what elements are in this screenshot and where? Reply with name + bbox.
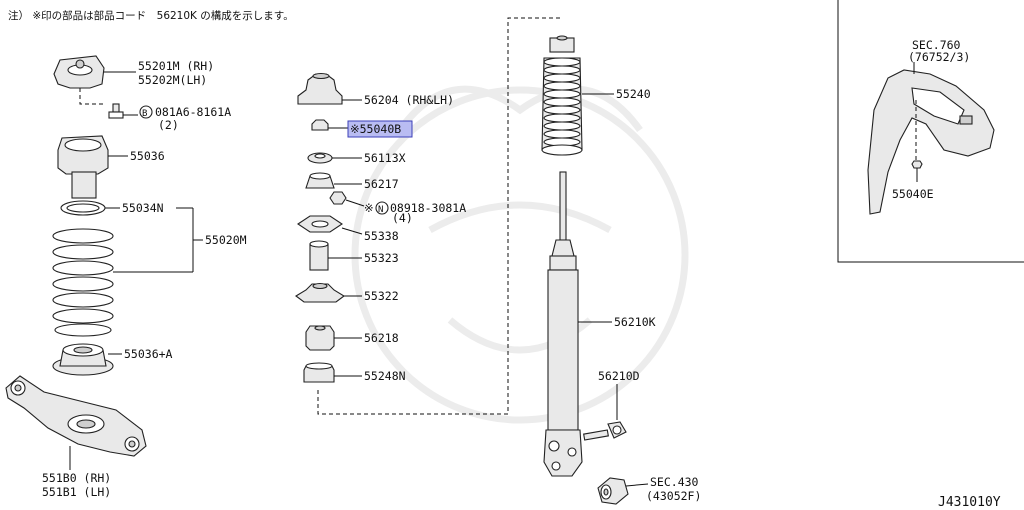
- knuckle-bushing-part: [597, 477, 629, 505]
- dust-boot-part: [541, 35, 583, 156]
- nut-55040b-part: [311, 119, 329, 131]
- label-56210k: 56210K: [614, 315, 656, 329]
- label-081a6: 081A6-8161A: [155, 105, 231, 119]
- label-56204: 56204 (RH&LH): [364, 93, 454, 107]
- label-prefix-n: N: [378, 205, 383, 215]
- label-sec430-sub: (43052F): [646, 489, 701, 503]
- label-55036: 55036: [130, 149, 165, 163]
- washer-56113x-part: [307, 152, 333, 164]
- label-56210d: 56210D: [598, 369, 640, 383]
- label-56217: 56217: [364, 177, 399, 191]
- insulator-ring-part: [60, 200, 106, 216]
- plate-55338-part: [297, 215, 343, 233]
- spring-seat-upper-part: [57, 135, 109, 199]
- label-55202m: 55202M(LH): [138, 73, 207, 87]
- spring-seat-lower-part: [52, 343, 114, 376]
- nut-08918-part: [329, 191, 347, 205]
- highlight-55040b: [347, 120, 413, 138]
- label-55201m: 55201M (RH): [138, 59, 214, 73]
- bushing-56217-part: [305, 172, 335, 189]
- label-55322: 55322: [364, 289, 399, 303]
- label-55248n: 55248N: [364, 369, 406, 383]
- bushing-56218-part: [305, 325, 335, 351]
- upper-mount-part: [53, 55, 105, 89]
- label-55338: 55338: [364, 229, 399, 243]
- plate-55322-part: [295, 282, 345, 303]
- header-note: 注） ※印の部品は部品コード 56210K の構成を示します。: [8, 9, 294, 22]
- inset-nut-55040e-part: [911, 160, 923, 169]
- strut-mount-part: [297, 72, 343, 105]
- label-55240: 55240: [616, 87, 651, 101]
- label-sec760: SEC.760: [912, 38, 961, 52]
- shock-absorber-part: [543, 171, 583, 477]
- label-55020m: 55020M: [205, 233, 247, 247]
- label-55040e: 55040E: [892, 187, 934, 201]
- group-bracket-dashed: [317, 17, 562, 415]
- label-081a6-qty: (2): [158, 118, 179, 132]
- label-56218: 56218: [364, 331, 399, 345]
- label-55036a: 55036+A: [124, 347, 173, 361]
- label-prefix-b: B: [142, 109, 147, 119]
- label-sec760-sub: (76752/3): [908, 50, 970, 64]
- inset-frame: [837, 0, 1024, 263]
- circle-n-symbol: [375, 201, 389, 215]
- label-55040b[interactable]: ※55040B: [350, 122, 401, 136]
- sleeve-55323-part: [309, 240, 329, 271]
- label-55323: 55323: [364, 251, 399, 265]
- label-551b0: 551B0 (RH): [42, 471, 111, 485]
- label-08918-mark: ※: [364, 201, 374, 215]
- label-sec430: SEC.430: [650, 475, 699, 489]
- bolt-56210d-part: [583, 421, 627, 441]
- label-08918: 08918-3081A: [390, 201, 466, 215]
- figure-id: J431010Y: [938, 495, 1001, 510]
- label-55034n: 55034N: [122, 201, 164, 215]
- rubber-55248n-part: [303, 362, 335, 383]
- inset-panel-body-part: [867, 69, 995, 215]
- bolt-part: [108, 103, 124, 119]
- circle-b-symbol: [139, 105, 153, 119]
- coil-spring-part: [52, 228, 114, 337]
- label-56113x: 56113X: [364, 151, 406, 165]
- label-551b1: 551B1 (LH): [42, 485, 111, 499]
- lower-control-arm-part: [5, 375, 147, 457]
- label-08918-qty: (4): [392, 211, 413, 225]
